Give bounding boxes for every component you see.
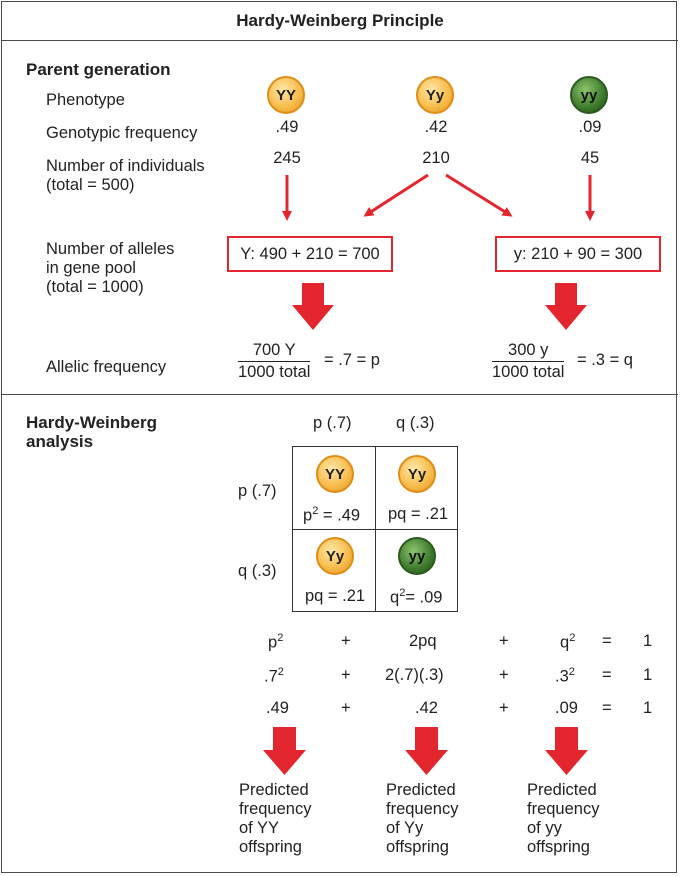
punnett-row-p: p (.7) — [238, 482, 277, 500]
yy-dominant-ball: YY — [267, 76, 305, 114]
eq1-one: 1 — [643, 632, 653, 650]
fraction-q: 300 y 1000 total — [492, 341, 565, 381]
cell-Yy-top-value: pq = .21 — [388, 505, 449, 523]
eq2-equals: = — [602, 666, 612, 684]
cell-yy-value: q2= .09 — [390, 587, 443, 607]
prediction-Yy: Predicted frequency of Yy offspring — [386, 781, 459, 856]
block-arrow-y — [545, 283, 587, 330]
result-q: = .3 = q — [577, 351, 633, 369]
cell-yy-ball: yy — [398, 537, 436, 575]
punnett-square — [292, 446, 458, 612]
block-arrow-yy-prediction — [545, 727, 588, 775]
freq-YY: .49 — [275, 118, 299, 136]
cell-Yy-bottom-value: pq = .21 — [305, 587, 366, 605]
allelic-frequency-label: Allelic frequency — [46, 358, 167, 376]
eq1-plus-2: + — [499, 632, 509, 650]
number-individuals-label: Number of individuals — [46, 157, 205, 175]
individuals-Yy: 210 — [422, 149, 450, 167]
eq3-term-c: .09 — [555, 699, 578, 717]
eq1-equals: = — [602, 632, 612, 650]
cell-YY-value: p2 = .49 — [303, 505, 361, 525]
eq2-one: 1 — [643, 666, 653, 684]
eq2-plus-1: + — [341, 666, 351, 684]
allele-box-Y: Y: 490 + 210 = 700 — [227, 236, 393, 272]
freq-yy: .09 — [578, 118, 602, 136]
individuals-YY: 245 — [273, 149, 301, 167]
eq3-plus-2: + — [499, 699, 509, 717]
cell-Yy-bottom-ball: Yy — [316, 537, 354, 575]
block-arrow-Yy-prediction — [405, 727, 448, 775]
eq1-term-c: q2 — [560, 632, 576, 652]
punnett-col-p: p (.7) — [313, 414, 352, 432]
eq2-term-a: .72 — [264, 666, 284, 686]
phenotype-label: Phenotype — [46, 91, 125, 109]
prediction-yy: Predicted frequency of yy offspring — [527, 781, 600, 856]
fraction-p: 700 Y 1000 total — [238, 341, 311, 381]
eq3-term-a: .49 — [266, 699, 289, 717]
result-p: = .7 = p — [324, 351, 380, 369]
eq1-term-b: 2pq — [409, 632, 437, 650]
eq3-one: 1 — [643, 699, 653, 717]
analysis-heading-line1: Hardy-Weinberg — [26, 413, 157, 432]
allele-box-y: y: 210 + 90 = 300 — [495, 236, 661, 272]
arrow-210-to-y — [445, 173, 513, 217]
eq3-plus-1: + — [341, 699, 351, 717]
prediction-YY: Predicted frequency of YY offspring — [239, 781, 312, 856]
eq2-plus-2: + — [499, 666, 509, 684]
eq3-term-b: .42 — [415, 699, 438, 717]
analysis-heading-line2: analysis — [26, 432, 94, 451]
eq1-term-a: p2 — [268, 632, 284, 652]
yy-heterozygous-ball: Yy — [416, 76, 454, 114]
parent-generation-heading: Parent generation — [26, 60, 171, 79]
alleles-label-total: (total = 1000) — [46, 278, 144, 296]
arrow-210-to-Y — [363, 173, 429, 217]
eq3-equals: = — [602, 699, 612, 717]
alleles-label-line2: in gene pool — [46, 259, 136, 277]
eq1-plus-1: + — [341, 632, 351, 650]
punnett-row-q: q (.3) — [238, 562, 277, 580]
cell-YY-ball: YY — [316, 455, 354, 493]
title-divider — [1, 40, 678, 41]
cell-Yy-top-ball: Yy — [398, 455, 436, 493]
freq-Yy: .42 — [424, 118, 448, 136]
eq2-term-b: 2(.7)(.3) — [385, 666, 444, 684]
diagram-title: Hardy-Weinberg Principle — [236, 11, 444, 30]
yy-recessive-ball: yy — [570, 76, 608, 114]
individuals-yy: 45 — [580, 149, 600, 167]
block-arrow-YY-prediction — [263, 727, 306, 775]
genotypic-frequency-label: Genotypic frequency — [46, 124, 198, 142]
eq2-term-c: .32 — [555, 666, 575, 686]
alleles-label-line1: Number of alleles — [46, 240, 175, 258]
punnett-col-q: q (.3) — [396, 414, 435, 432]
section-divider — [1, 394, 678, 395]
block-arrow-Y — [292, 283, 334, 330]
number-individuals-total: (total = 500) — [46, 176, 135, 194]
